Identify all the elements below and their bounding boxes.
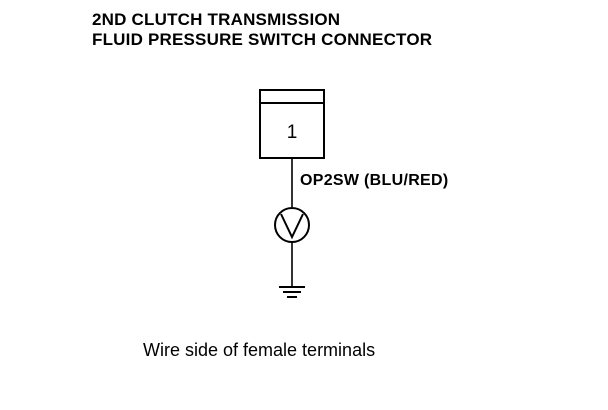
ground-icon xyxy=(279,286,305,298)
caption: Wire side of female terminals xyxy=(143,340,376,360)
voltmeter-icon xyxy=(274,207,310,243)
title-line-2: FLUID PRESSURE SWITCH CONNECTOR xyxy=(92,30,433,49)
wire-label: OP2SW (BLU/RED) xyxy=(300,172,449,189)
diagram-title: 2ND CLUTCH TRANSMISSION FLUID PRESSURE S… xyxy=(92,10,432,50)
terminal-pin-label: 1 xyxy=(287,122,298,143)
title-line-1: 2ND CLUTCH TRANSMISSION xyxy=(92,10,341,29)
connector-housing: 1 xyxy=(259,89,325,159)
